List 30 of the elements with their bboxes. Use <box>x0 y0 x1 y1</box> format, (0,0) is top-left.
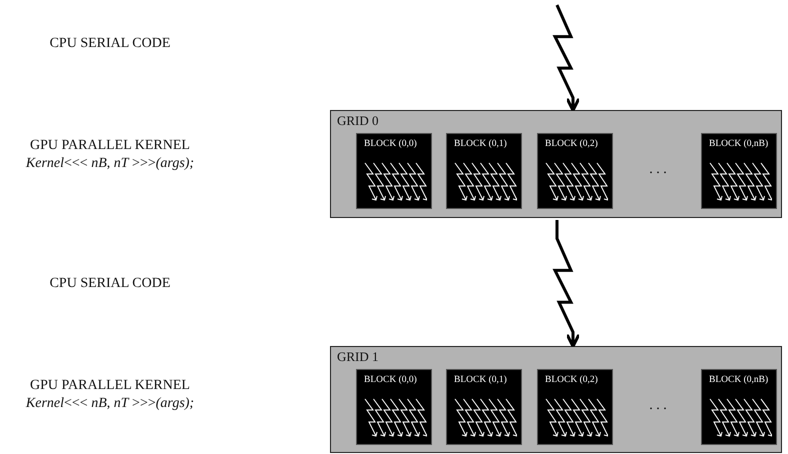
grid-panel <box>330 346 782 453</box>
code-label: CPU SERIAL CODE <box>50 276 170 292</box>
lightning-arrow <box>552 220 580 348</box>
grid-title: GRID 0 <box>337 113 379 129</box>
kernel-call: Kernel<<< nB, nT >>>(args); <box>26 156 194 172</box>
block-box <box>446 369 522 445</box>
block-box <box>356 133 432 209</box>
kernel-call: Kernel<<< nB, nT >>>(args); <box>26 396 194 412</box>
code-label: GPU PARALLEL KERNEL <box>30 138 190 154</box>
block-box <box>356 369 432 445</box>
block-box <box>537 369 613 445</box>
block-title: BLOCK (0,2) <box>545 375 598 385</box>
block-box <box>701 369 777 445</box>
block-box <box>537 133 613 209</box>
block-title: BLOCK (0,nB) <box>709 375 768 385</box>
ellipsis: . . . <box>649 162 667 178</box>
code-label: GPU PARALLEL KERNEL <box>30 378 190 394</box>
block-title: BLOCK (0,0) <box>364 375 417 385</box>
grid-panel <box>330 110 782 218</box>
code-label: CPU SERIAL CODE <box>50 36 170 52</box>
block-box <box>446 133 522 209</box>
block-title: BLOCK (0,0) <box>364 139 417 149</box>
block-title: BLOCK (0,2) <box>545 139 598 149</box>
block-title: BLOCK (0,1) <box>454 139 507 149</box>
ellipsis: . . . <box>649 398 667 414</box>
lightning-arrow <box>552 4 580 112</box>
grid-title: GRID 1 <box>337 349 379 365</box>
block-title: BLOCK (0,1) <box>454 375 507 385</box>
block-box <box>701 133 777 209</box>
block-title: BLOCK (0,nB) <box>709 139 768 149</box>
